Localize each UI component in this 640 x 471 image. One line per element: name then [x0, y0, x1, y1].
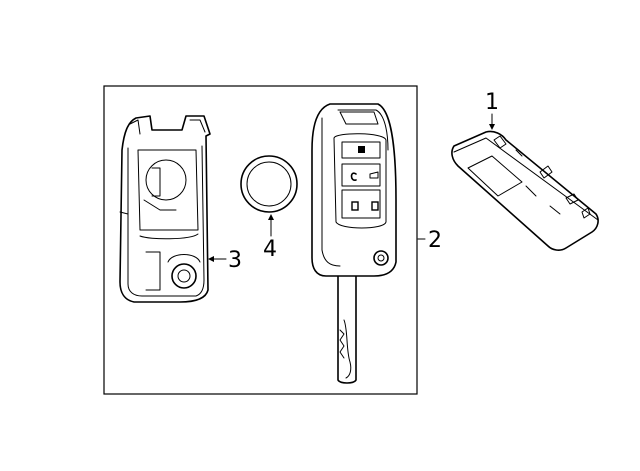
part-4-battery	[240, 155, 298, 213]
callout-3: 3	[228, 248, 242, 273]
callout-4: 4	[263, 237, 277, 262]
part-3-housing	[119, 115, 211, 303]
callout-2: 2	[428, 228, 442, 253]
part-1-transmitter	[451, 130, 599, 251]
callout-1: 1	[485, 90, 499, 115]
part-2-key-fob	[311, 103, 397, 384]
